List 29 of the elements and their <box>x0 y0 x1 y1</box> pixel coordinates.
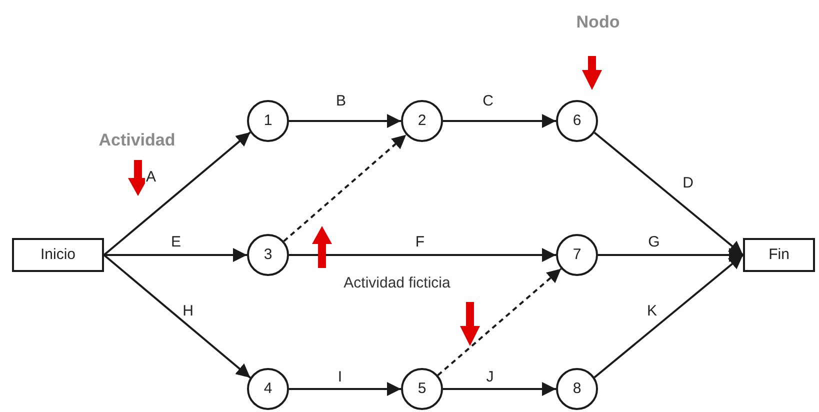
edge-label: E <box>170 234 182 250</box>
arrow <box>594 132 744 256</box>
annotation-text: Actividad <box>98 132 176 148</box>
edge-label: J <box>485 370 495 384</box>
arrow <box>594 254 744 378</box>
dashed-arrow <box>437 268 562 376</box>
arrow <box>103 132 251 256</box>
edge-label: G <box>647 234 661 250</box>
annotation-text: Actividad ficticia <box>344 276 450 290</box>
edge-label: K <box>646 304 658 318</box>
edge-label: B <box>335 94 347 108</box>
arrow <box>104 248 247 262</box>
arrow <box>443 382 556 396</box>
terminal-box: Inicio <box>12 238 104 272</box>
edge-label: D <box>682 176 694 190</box>
arrow <box>598 248 743 262</box>
arrow <box>289 248 556 262</box>
arrow <box>289 382 401 396</box>
arrow <box>443 114 556 128</box>
arrow <box>289 114 401 128</box>
edge-label: C <box>482 94 494 108</box>
edge-label: I <box>336 370 344 384</box>
arrow <box>103 254 251 378</box>
edge-label: H <box>182 304 194 318</box>
terminal-box: Fin <box>743 238 815 272</box>
edge-label: F <box>414 234 426 250</box>
annotation-text: Nodo <box>576 14 620 30</box>
edge-label: A <box>145 170 157 184</box>
dashed-arrow <box>283 134 407 242</box>
